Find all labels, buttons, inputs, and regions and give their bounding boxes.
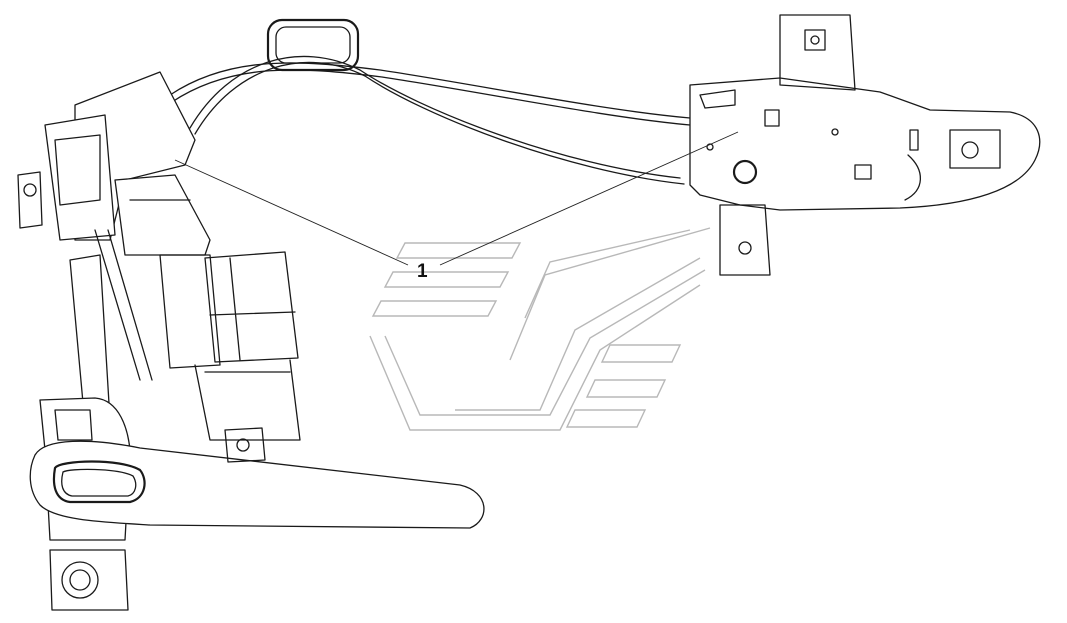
cable-loop	[266, 18, 360, 72]
latch-mechanism	[17, 71, 211, 426]
foam-pad	[159, 251, 301, 441]
leader-line-latch	[174, 159, 409, 266]
control-cables	[169, 55, 691, 185]
watermark-logo	[369, 227, 711, 431]
leader-line-bracket	[439, 131, 739, 266]
callout-leaders	[174, 131, 739, 266]
interior-handle-bracket	[689, 14, 1041, 276]
exterior-handle	[29, 397, 485, 611]
callout-label-1: 1	[417, 261, 428, 282]
